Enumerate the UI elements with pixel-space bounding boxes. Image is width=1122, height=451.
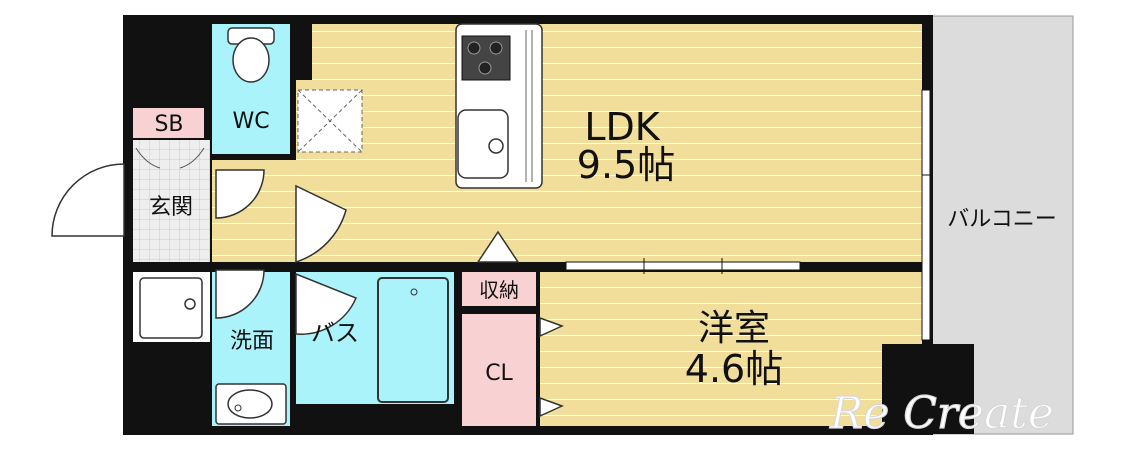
western-room-floor — [540, 272, 922, 426]
entrance-label: 玄関 — [149, 195, 193, 220]
western-room-label: 洋室 — [698, 308, 770, 349]
balcony-window — [921, 89, 931, 341]
closet-floor — [462, 314, 536, 426]
wc-door — [215, 169, 265, 219]
entrance-door — [51, 163, 125, 237]
bottom-left-block — [123, 345, 215, 435]
ldk-label: LDK — [584, 105, 660, 149]
toilet-icon — [232, 37, 270, 83]
washroom-label: 洗面 — [230, 329, 274, 354]
closet-door-top — [539, 316, 564, 338]
ldk-floor — [296, 24, 922, 262]
closet-door-bottom — [539, 396, 564, 418]
balcony-label: バルコニー — [947, 207, 1057, 232]
western-room-size-label: 4.6帖 — [685, 347, 783, 391]
shoe-box-label: SB — [154, 112, 183, 137]
bath-label: バス — [311, 319, 359, 347]
washing-machine-pan — [139, 277, 203, 339]
ldk-size-label: 9.5帖 — [577, 143, 675, 187]
storage-door — [476, 230, 520, 263]
storage-floor — [462, 272, 536, 306]
ldk-door — [295, 184, 347, 264]
pillar — [882, 344, 974, 434]
washbasin-icon — [227, 389, 273, 419]
bathtub-icon — [377, 277, 449, 403]
storage-label: 収納 — [479, 278, 519, 302]
closet-label: CL — [485, 361, 513, 386]
washroom-door — [215, 269, 265, 319]
wall-chunk — [296, 24, 312, 80]
sink-icon — [457, 109, 509, 179]
watermark: Re Create — [829, 388, 1054, 439]
shoe-box — [133, 108, 204, 138]
bath-door — [295, 272, 357, 335]
sliding-door — [565, 261, 801, 271]
wc-label: WC — [232, 109, 269, 134]
